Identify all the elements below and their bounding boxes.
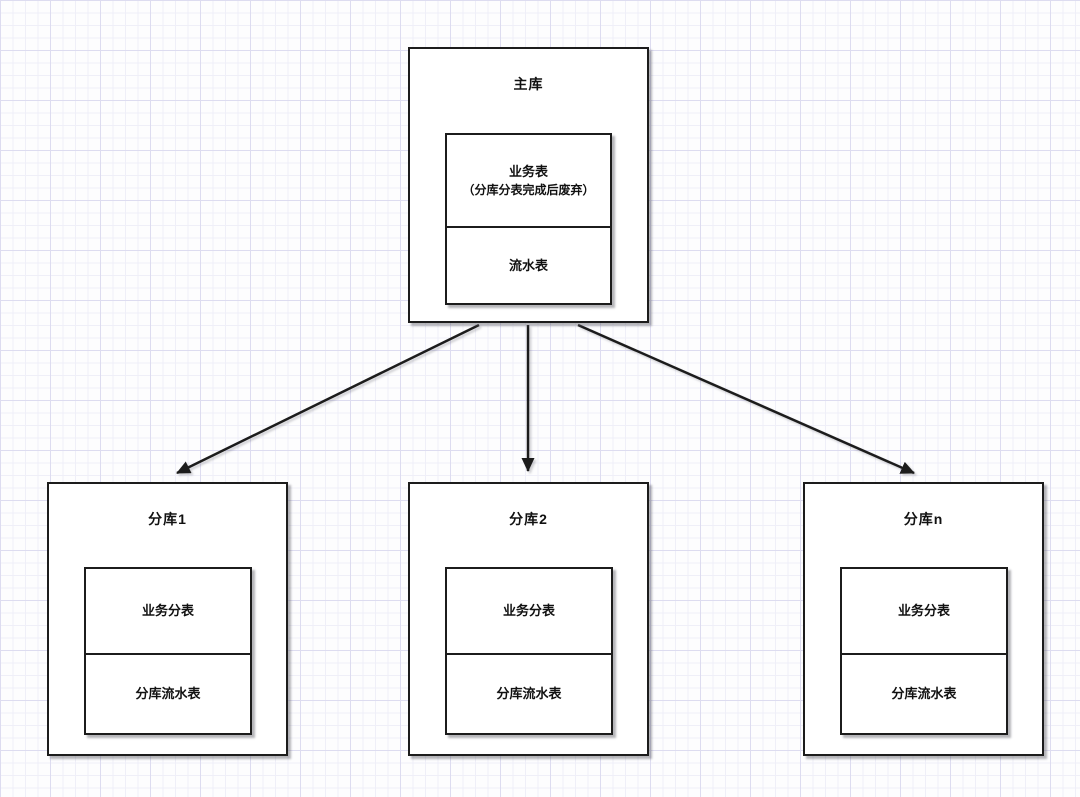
node-shard-n: 分库n 业务分表 分库流水表 xyxy=(803,482,1044,756)
node-main-db: 主库 业务表 （分库分表完成后废弃） 流水表 xyxy=(408,47,649,323)
table-cell-label: 业务分表 xyxy=(141,603,194,619)
node-title: 分库n xyxy=(903,511,944,527)
node-shard-2: 分库2 业务分表 分库流水表 xyxy=(408,482,649,756)
table-cell: 业务表 （分库分表完成后废弃） xyxy=(447,135,610,226)
embedded-table: 业务分表 分库流水表 xyxy=(445,567,613,735)
table-cell-label: 业务分表 xyxy=(897,603,950,619)
table-cell-label: 业务分表 xyxy=(502,603,555,619)
node-shard-1: 分库1 业务分表 分库流水表 xyxy=(47,482,288,756)
table-cell-label: 分库流水表 xyxy=(135,686,201,702)
table-cell-note: （分库分表完成后废弃） xyxy=(462,182,595,197)
table-cell-label: 流水表 xyxy=(508,257,548,273)
embedded-table: 业务分表 分库流水表 xyxy=(840,567,1008,735)
table-cell: 业务分表 xyxy=(842,569,1006,653)
table-cell: 业务分表 xyxy=(447,569,611,653)
node-title: 分库1 xyxy=(148,511,187,527)
node-title: 分库2 xyxy=(509,511,548,527)
embedded-table: 业务分表 分库流水表 xyxy=(84,567,252,735)
table-cell: 分库流水表 xyxy=(842,653,1006,733)
table-cell: 分库流水表 xyxy=(447,653,611,733)
table-cell-label: 业务表 xyxy=(508,163,548,179)
table-cell-label: 分库流水表 xyxy=(891,686,957,702)
embedded-table: 业务表 （分库分表完成后废弃） 流水表 xyxy=(445,133,612,305)
table-cell: 业务分表 xyxy=(86,569,250,653)
node-title: 主库 xyxy=(513,76,544,92)
table-cell: 流水表 xyxy=(447,226,610,303)
arrow-main-to-shard1 xyxy=(176,323,480,475)
arrow-main-to-shardn xyxy=(577,323,915,475)
table-cell: 分库流水表 xyxy=(86,653,250,733)
table-cell-label: 分库流水表 xyxy=(496,686,562,702)
